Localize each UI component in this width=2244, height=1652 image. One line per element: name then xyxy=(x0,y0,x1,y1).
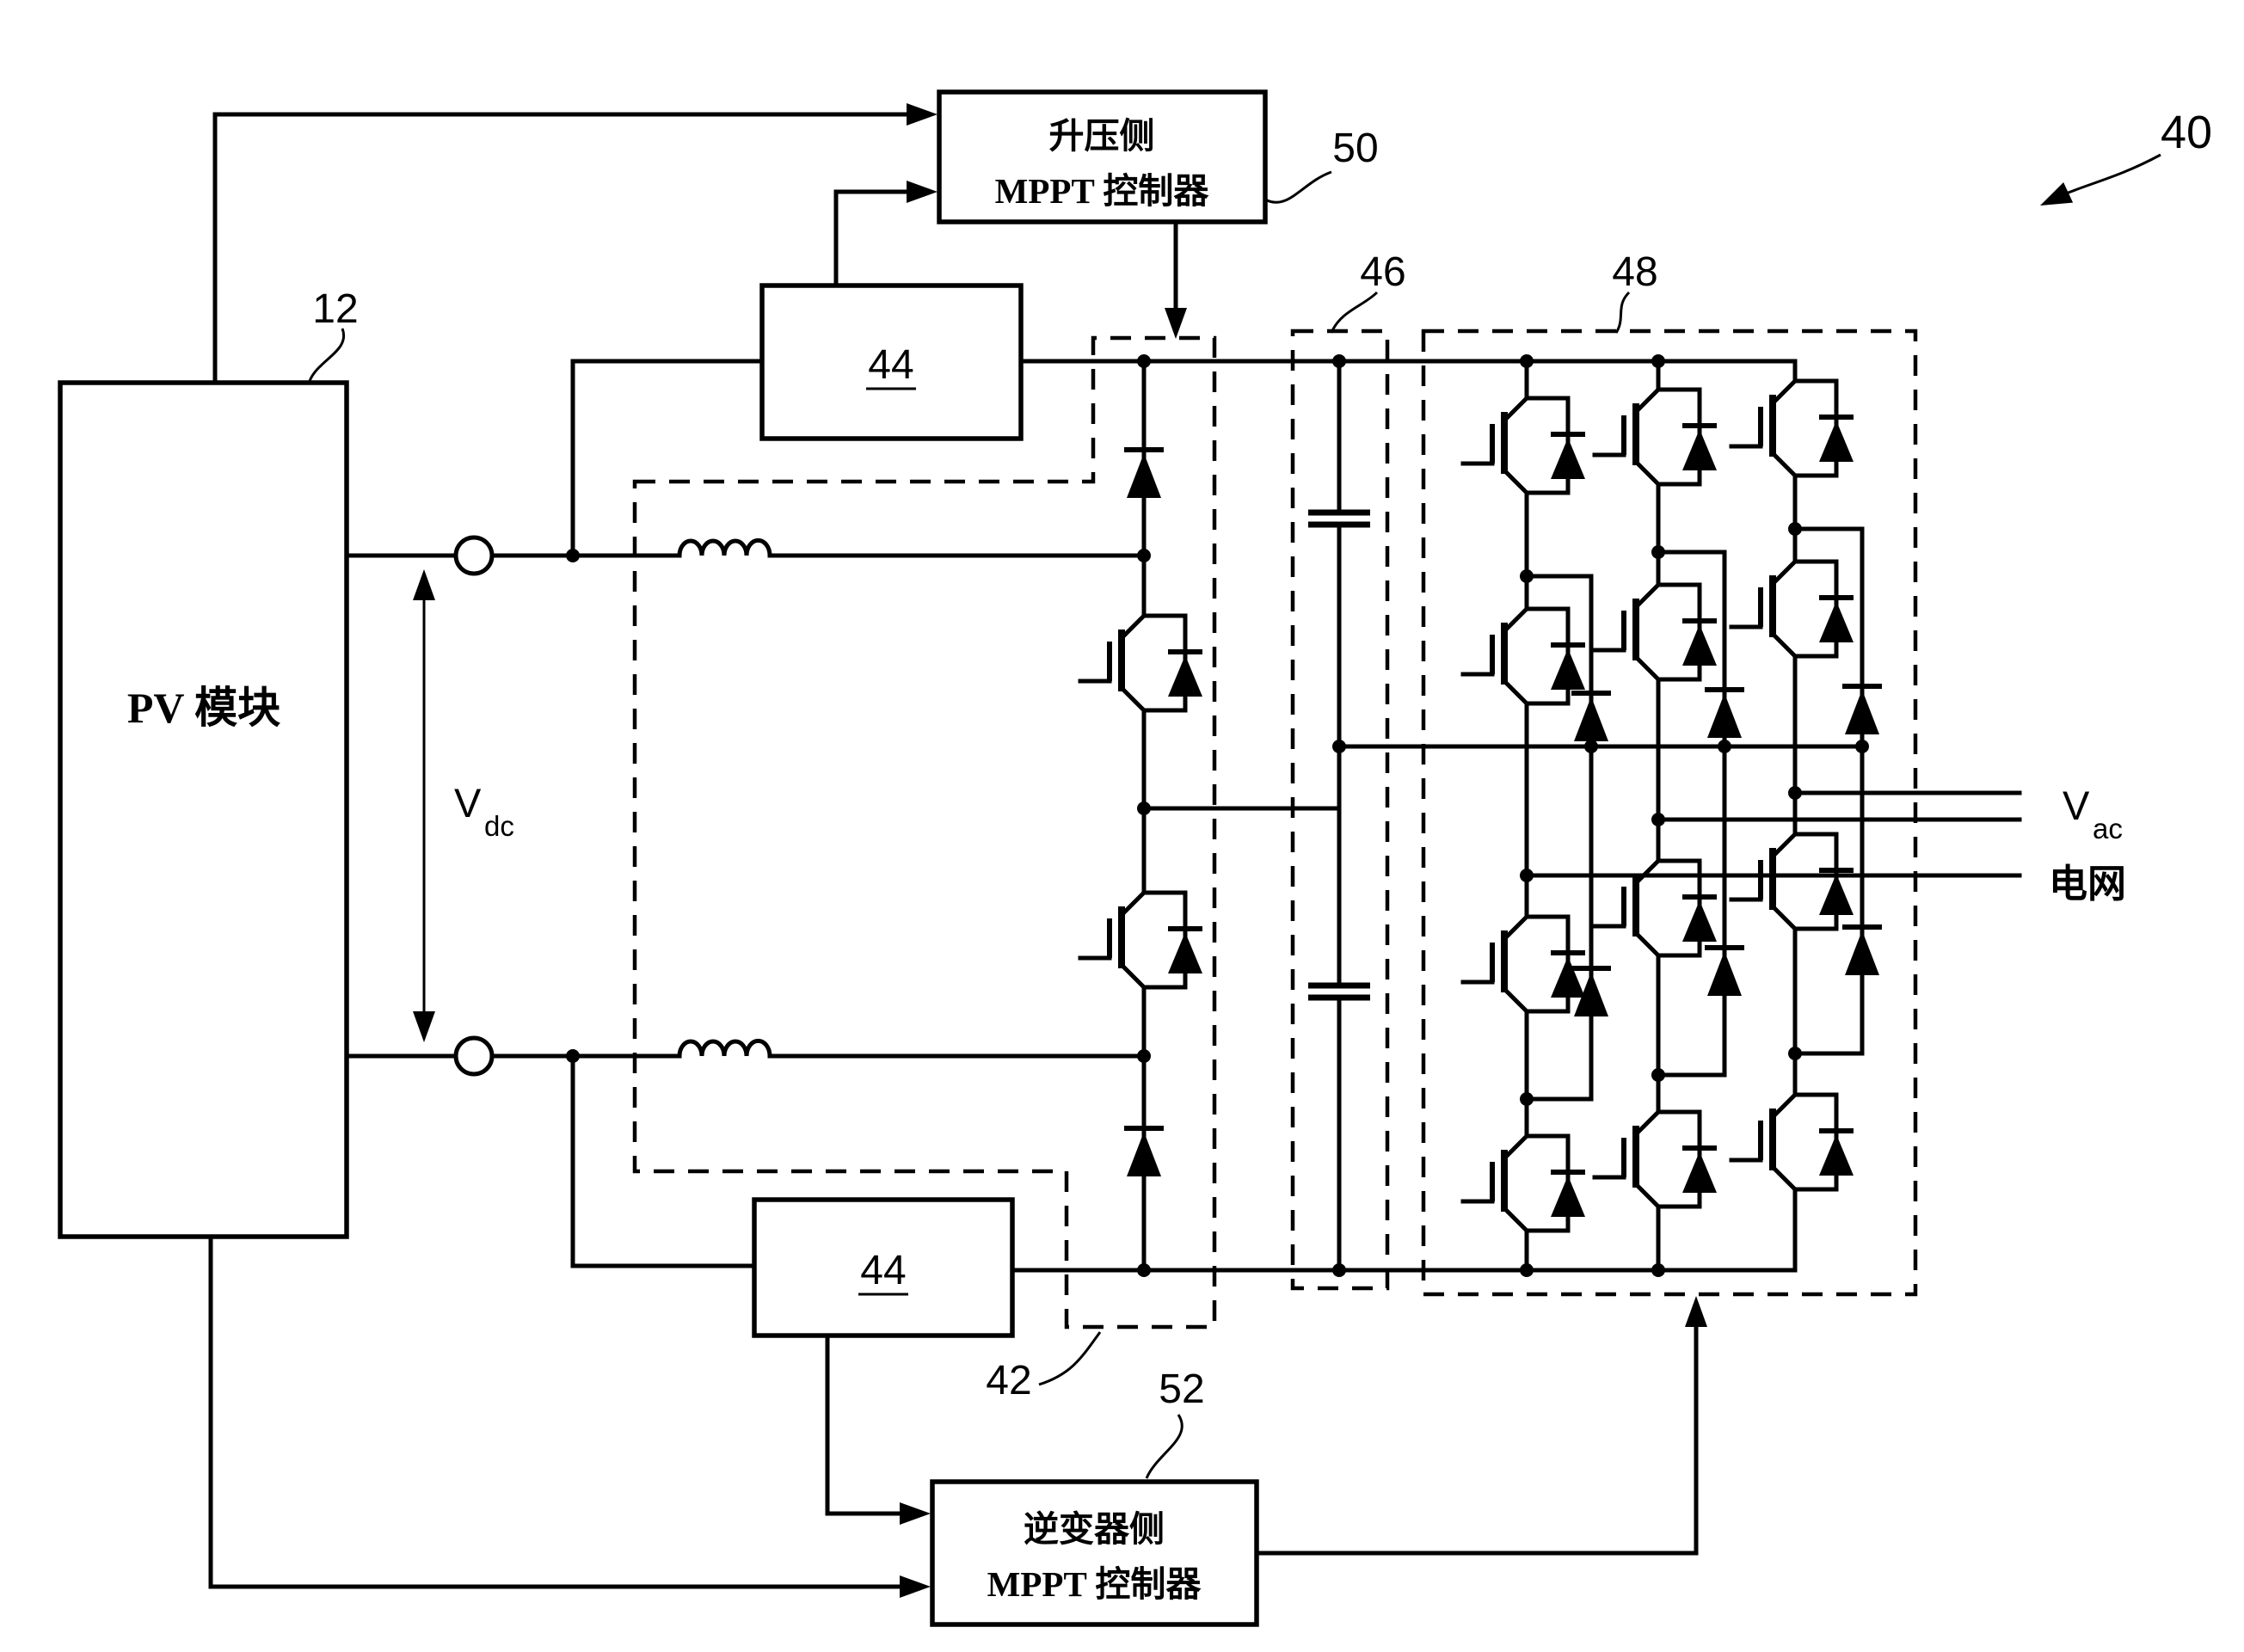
ref-44-top-label: 44 xyxy=(868,342,913,388)
dc-rails xyxy=(344,359,1798,1273)
ref-46-label: 46 xyxy=(1360,249,1405,295)
clamp-diode xyxy=(1842,686,1882,734)
ref-48-label: 48 xyxy=(1612,249,1657,295)
svg-text:V: V xyxy=(454,780,482,826)
clamp-diode xyxy=(1571,693,1611,741)
clamp-diode xyxy=(1842,927,1882,975)
vdc-label: V dc xyxy=(454,780,514,842)
terminal-circle-top xyxy=(453,535,495,576)
boost-mppt-label-line1: 升压侧 xyxy=(1049,116,1155,156)
svg-text:ac: ac xyxy=(2093,813,2123,844)
inductor-top xyxy=(679,540,770,556)
inverter-mppt-label-line2: MPPT 控制器 xyxy=(987,1564,1202,1604)
ref-52-label: 52 xyxy=(1159,1366,1204,1412)
ref-50-label: 50 xyxy=(1332,126,1378,171)
terminal-circle-bottom xyxy=(453,1035,495,1077)
inductor-bottom xyxy=(679,1041,770,1056)
ref-40-arrow xyxy=(2035,153,2161,216)
boost-bottom-diode xyxy=(1124,1128,1164,1176)
inverter-mppt-label-line1: 逆变器侧 xyxy=(1024,1509,1165,1549)
inverter-phase-leg-a xyxy=(1463,359,2022,1273)
boost-mppt-label-line2: MPPT 控制器 xyxy=(995,171,1210,211)
boost-stage-outline-42 xyxy=(632,335,1217,1330)
driver-box-44-top xyxy=(759,283,1024,441)
pv-module-label: PV 模块 xyxy=(127,684,280,732)
inverter-phase-leg-c xyxy=(1731,359,2022,1273)
vdc-measure-arrow xyxy=(413,569,435,1042)
clamp-diode xyxy=(1705,690,1744,738)
ref-44-bottom-label: 44 xyxy=(860,1248,906,1293)
boost-mppt-controller-box xyxy=(937,89,1268,224)
ref-12-label: 12 xyxy=(312,286,358,332)
pv-module-box xyxy=(58,380,349,1239)
grid-label: 电网 xyxy=(2049,863,2126,906)
inverter-mppt-controller-box xyxy=(930,1479,1259,1627)
inverter-phase-leg-b xyxy=(1595,359,2022,1273)
svg-text:dc: dc xyxy=(484,810,514,842)
driver-box-44-bottom xyxy=(752,1197,1015,1338)
reference-leaders xyxy=(308,170,1631,1479)
ref-42-label: 42 xyxy=(986,1358,1031,1403)
dc-link-capacitors xyxy=(1308,359,1865,1273)
boost-igbt-upper xyxy=(1080,616,1202,710)
boost-converter-leg xyxy=(1080,359,1342,1273)
ref-40-label: 40 xyxy=(2161,107,2212,158)
inverter-outline-48 xyxy=(1421,329,1918,1297)
boost-igbt-lower xyxy=(1080,893,1202,987)
svg-text:V: V xyxy=(2063,783,2090,828)
vac-label: V ac xyxy=(2063,783,2123,844)
boost-top-diode xyxy=(1124,450,1164,498)
clamp-diode xyxy=(1705,948,1744,996)
junction-dots xyxy=(566,354,1869,1277)
control-sense-wires xyxy=(208,112,1699,1589)
